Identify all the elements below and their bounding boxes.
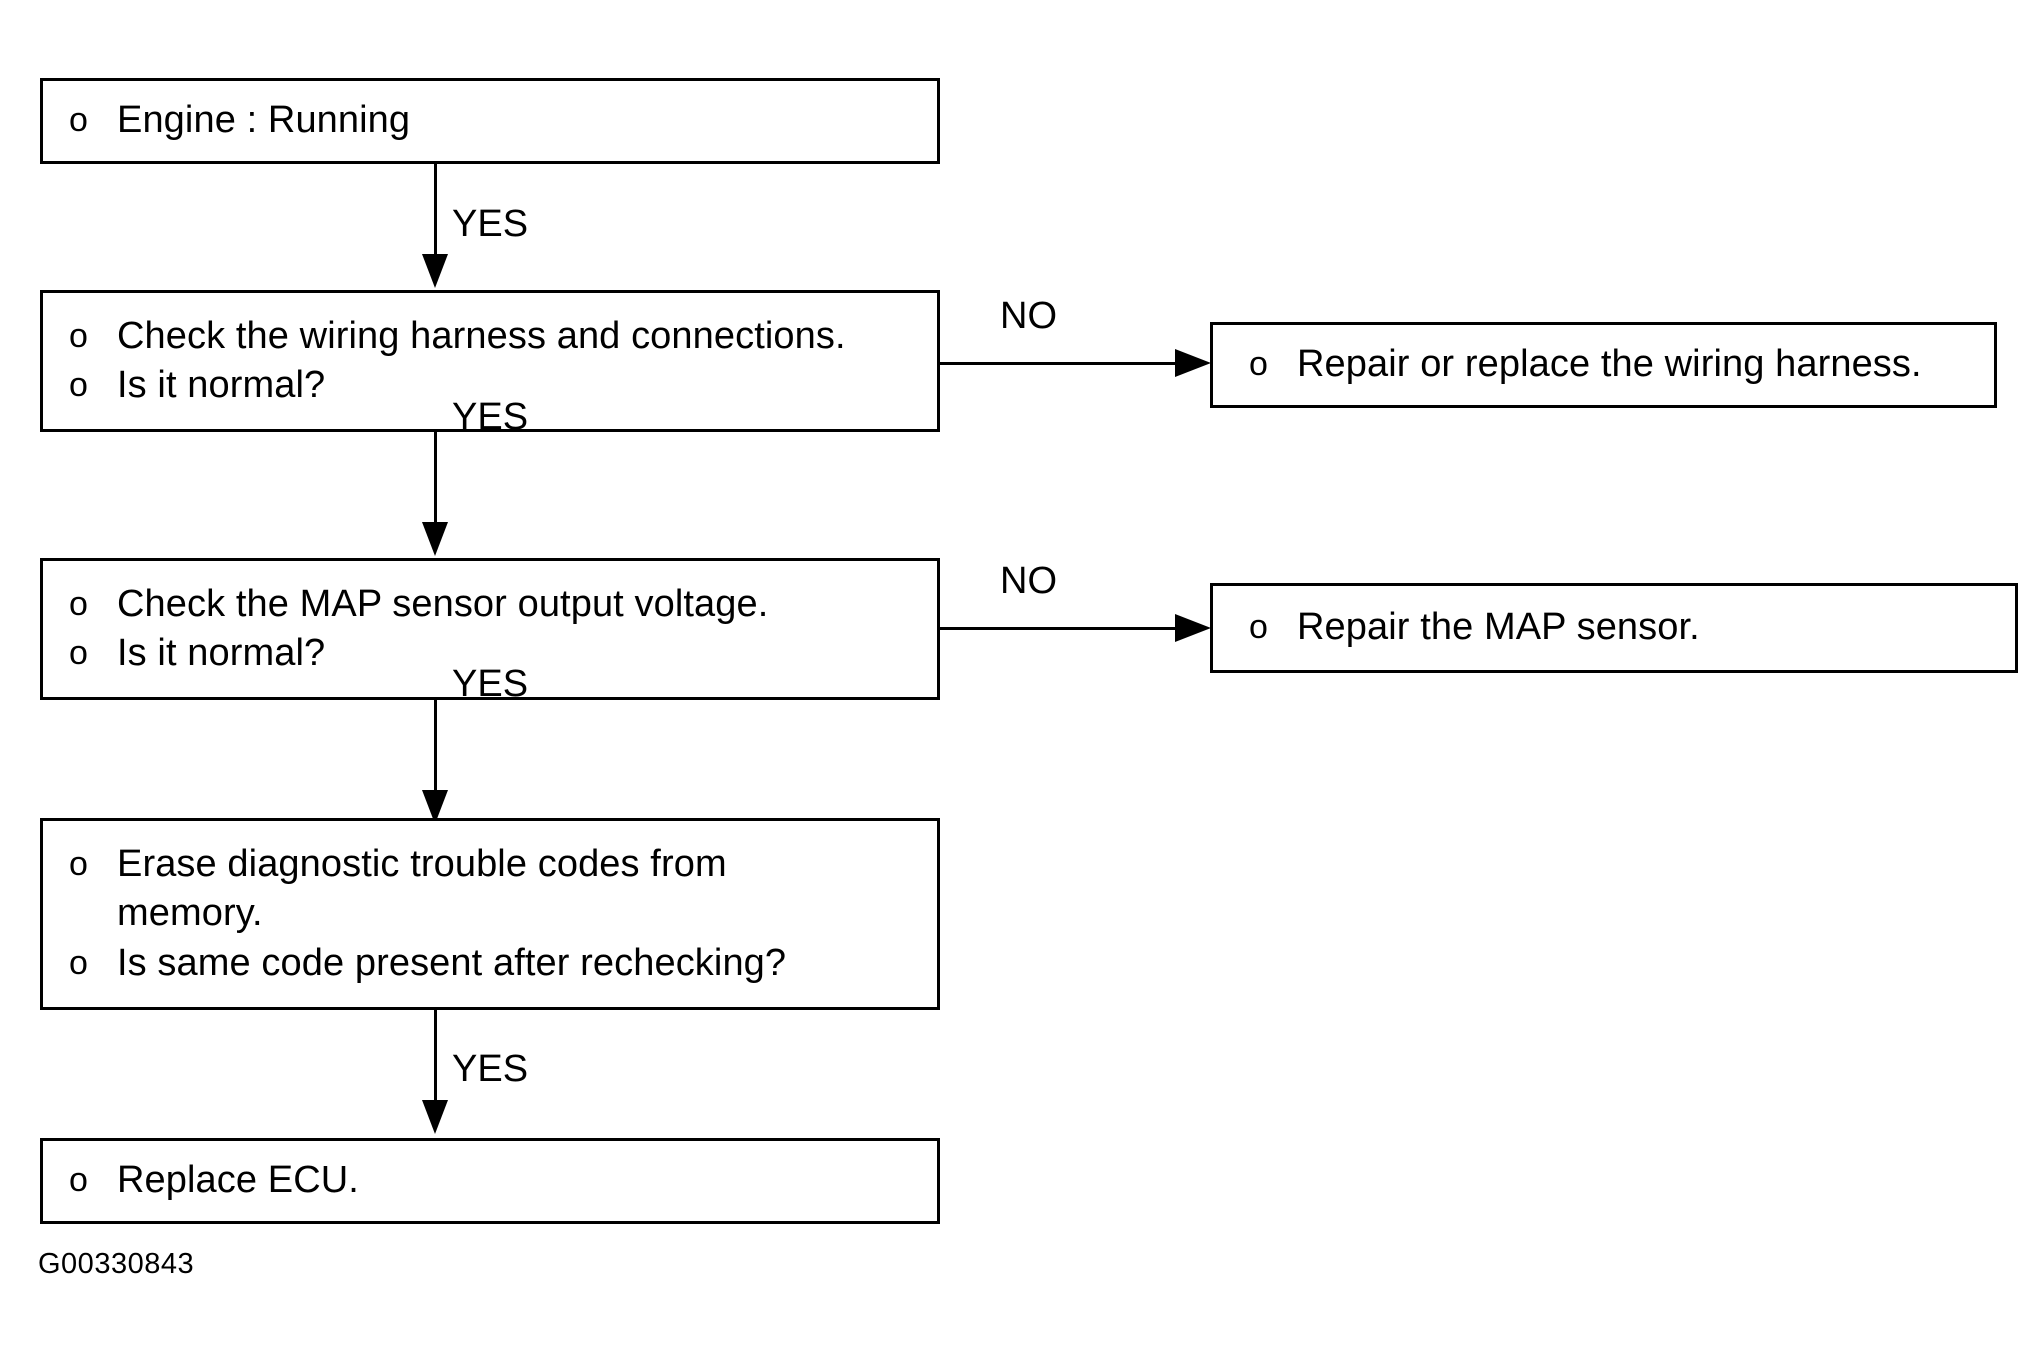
arrowhead-wiring-to-map (422, 522, 448, 556)
bullet-marker: o (69, 1161, 89, 1200)
node-repair-map-sensor: o Repair the MAP sensor. (1210, 583, 2018, 673)
arrowhead-map-to-repair-map (1175, 614, 1211, 642)
edge-label-wiring-to-map: YES (452, 396, 529, 438)
edge-label-engine-to-wiring: YES (452, 203, 529, 245)
node-line: o Erase diagnostic trouble codes from (69, 840, 937, 889)
node-text: Repair or replace the wiring harness. (1297, 343, 1922, 386)
node-replace-ecu: o Replace ECU. (40, 1138, 940, 1224)
figure-caption: G00330843 (38, 1248, 195, 1280)
arrowhead-engine-to-wiring (422, 254, 448, 288)
connector-map-to-repair-map (940, 627, 1180, 630)
node-line: o Check the wiring harness and connectio… (69, 312, 937, 361)
node-text: Engine : Running (117, 99, 411, 142)
node-line: o Is it normal? (69, 629, 937, 678)
node-check-map-sensor-voltage: o Check the MAP sensor output voltage. o… (40, 558, 940, 700)
node-line: o Repair or replace the wiring harness. (1249, 340, 1994, 389)
node-check-wiring-harness: o Check the wiring harness and connectio… (40, 290, 940, 432)
node-line: o Repair the MAP sensor. (1249, 603, 2015, 652)
node-text: Check the MAP sensor output voltage. (117, 582, 769, 625)
connector-wiring-to-repair-harness (940, 362, 1180, 365)
edge-label-map-to-repair-map: NO (1000, 560, 1057, 602)
node-text: Is same code present after rechecking? (117, 941, 787, 984)
node-repair-wiring-harness: o Repair or replace the wiring harness. (1210, 322, 1997, 408)
node-text: Is it normal? (117, 632, 326, 674)
node-text: memory. (117, 892, 263, 935)
edge-label-map-to-erase: YES (452, 663, 529, 705)
node-erase-dtc: o Erase diagnostic trouble codes from me… (40, 818, 940, 1010)
edge-label-wiring-to-repair-harness: NO (1000, 295, 1057, 337)
node-line: o Is it normal? (69, 361, 937, 410)
arrowhead-wiring-to-repair-harness (1175, 349, 1211, 377)
node-text: Replace ECU. (117, 1159, 359, 1202)
bullet-marker: o (69, 844, 89, 883)
connector-map-to-erase (434, 700, 437, 795)
node-engine-running: o Engine : Running (40, 78, 940, 164)
connector-engine-to-wiring (434, 164, 437, 259)
bullet-marker: o (1249, 608, 1269, 647)
node-line: o Engine : Running (69, 96, 937, 145)
node-line: o Replace ECU. (69, 1156, 937, 1205)
edge-label-erase-to-replace-ecu: YES (452, 1048, 529, 1090)
bullet-marker: o (69, 316, 89, 355)
bullet-marker: o (69, 584, 89, 623)
node-text: Erase diagnostic trouble codes from (117, 842, 727, 885)
node-line: o Check the MAP sensor output voltage. (69, 580, 937, 629)
bullet-marker: o (69, 634, 89, 672)
bullet-marker: o (1249, 345, 1269, 384)
connector-wiring-to-map (434, 432, 437, 527)
node-line-continuation: memory. (69, 889, 937, 938)
node-text: Is it normal? (117, 364, 326, 406)
connector-erase-to-replace-ecu (434, 1010, 437, 1105)
node-text: Check the wiring harness and connections… (117, 314, 846, 357)
arrowhead-erase-to-replace-ecu (422, 1100, 448, 1134)
node-text: Repair the MAP sensor. (1297, 606, 1700, 649)
bullet-marker: o (69, 943, 89, 982)
bullet-marker: o (69, 366, 89, 404)
bullet-marker: o (69, 101, 89, 140)
node-line: o Is same code present after rechecking? (69, 939, 937, 988)
